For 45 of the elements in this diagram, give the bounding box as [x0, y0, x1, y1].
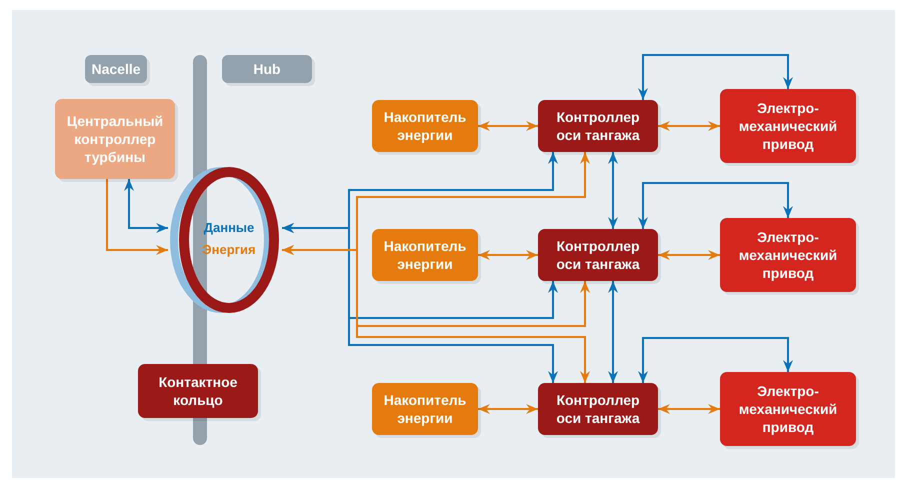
ring-label: Энергия: [202, 241, 256, 259]
arrow: [478, 250, 538, 260]
arrow: [478, 121, 538, 131]
arrow: [658, 404, 720, 414]
arrow: [124, 179, 168, 233]
arrow: [608, 152, 618, 229]
arrow: [478, 404, 538, 414]
process-box: [55, 99, 175, 179]
box-label: Контроллер оси тангажа: [555, 391, 641, 427]
divider-bar: [193, 418, 207, 445]
box-label: Накопитель энергии: [382, 237, 468, 273]
box-label: Электро- механический привод: [738, 99, 838, 153]
arrow: [638, 54, 793, 100]
arrow: [658, 250, 720, 260]
arrow: [638, 337, 793, 383]
ring-label: Данные: [204, 219, 254, 237]
box-label: Центральный контроллер турбины: [66, 112, 164, 166]
process-box: [538, 229, 658, 281]
arrow: [282, 245, 590, 383]
box-label: Контроллер оси тангажа: [555, 108, 641, 144]
process-box: [538, 383, 658, 435]
box-label: Контроллер оси тангажа: [555, 237, 641, 273]
zone-tab: [85, 55, 147, 83]
process-box: [138, 364, 258, 418]
box-label: Накопитель энергии: [382, 391, 468, 427]
arrow: [608, 281, 618, 383]
process-box: [720, 218, 856, 292]
arrow: [282, 223, 558, 383]
box-label: Накопитель энергии: [382, 108, 468, 144]
box-label: Электро- механический привод: [738, 382, 838, 436]
arrow: [658, 121, 720, 131]
process-box: [538, 100, 658, 152]
zone-tab: [222, 55, 312, 83]
process-box: [720, 372, 856, 446]
zone-label: Nacelle: [91, 60, 141, 78]
zone-label: Hub: [253, 60, 281, 78]
process-box: [720, 89, 856, 163]
box-label: Контактное кольцо: [158, 373, 238, 409]
process-box: [372, 383, 478, 435]
slip-ring: [168, 166, 282, 314]
arrow: [638, 182, 793, 229]
process-box: [372, 229, 478, 281]
arrow: [106, 179, 168, 255]
box-label: Электро- механический привод: [738, 228, 838, 282]
process-box: [372, 100, 478, 152]
